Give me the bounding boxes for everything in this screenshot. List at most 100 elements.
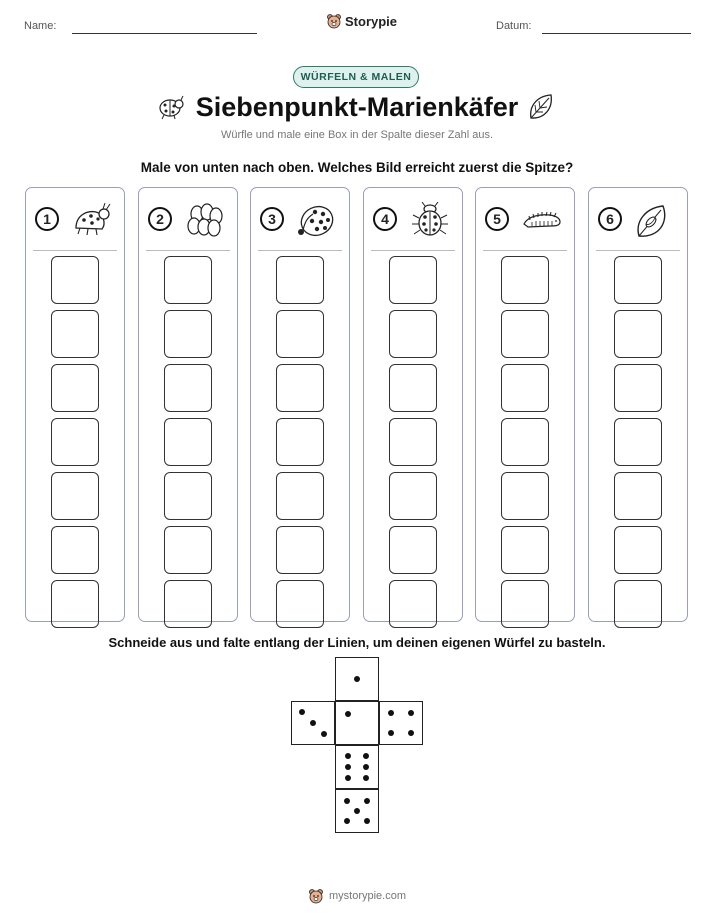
column-divider bbox=[596, 250, 680, 251]
color-box[interactable] bbox=[276, 418, 324, 466]
brand-logo: Storypie bbox=[326, 13, 397, 29]
column-divider bbox=[33, 250, 117, 251]
color-box[interactable] bbox=[389, 472, 437, 520]
box-stack bbox=[276, 256, 326, 634]
bear-logo-icon bbox=[309, 889, 323, 904]
brand-name: Storypie bbox=[345, 13, 398, 29]
dice-face-left bbox=[291, 701, 335, 745]
color-box[interactable] bbox=[501, 580, 549, 628]
column-1: 1 bbox=[25, 187, 125, 628]
color-box[interactable] bbox=[51, 364, 99, 412]
column-2: 2 bbox=[138, 187, 238, 628]
color-box[interactable] bbox=[389, 364, 437, 412]
page-title: Siebenpunkt-Marienkäfer bbox=[195, 92, 519, 122]
color-box[interactable] bbox=[501, 256, 549, 304]
color-box[interactable] bbox=[51, 256, 99, 304]
dice-face-center bbox=[335, 701, 379, 745]
color-box[interactable] bbox=[501, 472, 549, 520]
color-box[interactable] bbox=[51, 472, 99, 520]
pip bbox=[344, 818, 350, 824]
color-box[interactable] bbox=[164, 526, 212, 574]
category-badge: WÜRFELN & MALEN bbox=[293, 66, 419, 88]
number-badge: 1 bbox=[35, 207, 59, 231]
footer: mystorypie.com bbox=[0, 888, 714, 904]
color-box[interactable] bbox=[276, 310, 324, 358]
column-header: 5 bbox=[476, 188, 574, 250]
color-box[interactable] bbox=[614, 526, 662, 574]
column-divider bbox=[483, 250, 567, 251]
color-box[interactable] bbox=[51, 526, 99, 574]
column-divider bbox=[258, 250, 342, 251]
number-badge: 3 bbox=[260, 207, 284, 231]
color-box[interactable] bbox=[51, 418, 99, 466]
color-box[interactable] bbox=[164, 472, 212, 520]
pip bbox=[354, 808, 360, 814]
dice-face-bottom bbox=[335, 789, 379, 833]
number-badge: 5 bbox=[485, 207, 509, 231]
column-5: 5 bbox=[475, 187, 575, 628]
color-box[interactable] bbox=[276, 580, 324, 628]
column-header: 1 bbox=[26, 188, 124, 250]
box-stack bbox=[614, 256, 664, 634]
number-badge: 4 bbox=[373, 207, 397, 231]
pip bbox=[363, 775, 369, 781]
pip bbox=[388, 730, 394, 736]
column-4: 4 bbox=[363, 187, 463, 628]
color-box[interactable] bbox=[614, 580, 662, 628]
color-box[interactable] bbox=[164, 580, 212, 628]
color-box[interactable] bbox=[276, 364, 324, 412]
leaf-title-icon bbox=[530, 94, 552, 119]
column-3: 3 bbox=[250, 187, 350, 628]
ladybug-title-icon bbox=[159, 95, 184, 120]
color-box[interactable] bbox=[164, 418, 212, 466]
color-box[interactable] bbox=[51, 580, 99, 628]
pip bbox=[364, 798, 370, 804]
pip bbox=[363, 753, 369, 759]
ladybug-side-icon bbox=[75, 202, 111, 236]
pip bbox=[345, 753, 351, 759]
box-stack bbox=[164, 256, 214, 634]
color-box[interactable] bbox=[389, 256, 437, 304]
color-box[interactable] bbox=[276, 526, 324, 574]
color-box[interactable] bbox=[501, 418, 549, 466]
color-box[interactable] bbox=[614, 256, 662, 304]
dice-instruction: Schneide aus und falte entlang der Linie… bbox=[108, 635, 606, 650]
color-box[interactable] bbox=[614, 310, 662, 358]
color-box[interactable] bbox=[389, 580, 437, 628]
pip bbox=[363, 764, 369, 770]
dice-face-right bbox=[379, 701, 423, 745]
color-box[interactable] bbox=[276, 472, 324, 520]
pip bbox=[364, 818, 370, 824]
name-label: Name: bbox=[24, 20, 57, 32]
color-box[interactable] bbox=[614, 364, 662, 412]
color-box[interactable] bbox=[614, 472, 662, 520]
bear-logo-icon bbox=[327, 14, 341, 29]
footer-url[interactable]: mystorypie.com bbox=[328, 890, 407, 902]
pip bbox=[354, 676, 360, 682]
color-box[interactable] bbox=[276, 256, 324, 304]
color-box[interactable] bbox=[614, 418, 662, 466]
pip bbox=[345, 711, 351, 717]
ladybug-top-icon bbox=[412, 202, 448, 236]
color-box[interactable] bbox=[164, 310, 212, 358]
pip bbox=[321, 731, 327, 737]
pip bbox=[345, 764, 351, 770]
color-box[interactable] bbox=[389, 526, 437, 574]
box-stack bbox=[389, 256, 439, 634]
dice-face-lower bbox=[335, 745, 379, 789]
pip bbox=[388, 710, 394, 716]
date-line[interactable] bbox=[542, 33, 691, 34]
color-box[interactable] bbox=[164, 364, 212, 412]
color-box[interactable] bbox=[501, 526, 549, 574]
column-6: 6 bbox=[588, 187, 688, 628]
color-box[interactable] bbox=[389, 310, 437, 358]
color-box[interactable] bbox=[501, 310, 549, 358]
color-box[interactable] bbox=[51, 310, 99, 358]
box-stack bbox=[51, 256, 101, 634]
number-badge: 6 bbox=[598, 207, 622, 231]
name-line[interactable] bbox=[72, 33, 257, 34]
color-box[interactable] bbox=[164, 256, 212, 304]
column-header: 6 bbox=[589, 188, 687, 250]
color-box[interactable] bbox=[389, 418, 437, 466]
color-box[interactable] bbox=[501, 364, 549, 412]
